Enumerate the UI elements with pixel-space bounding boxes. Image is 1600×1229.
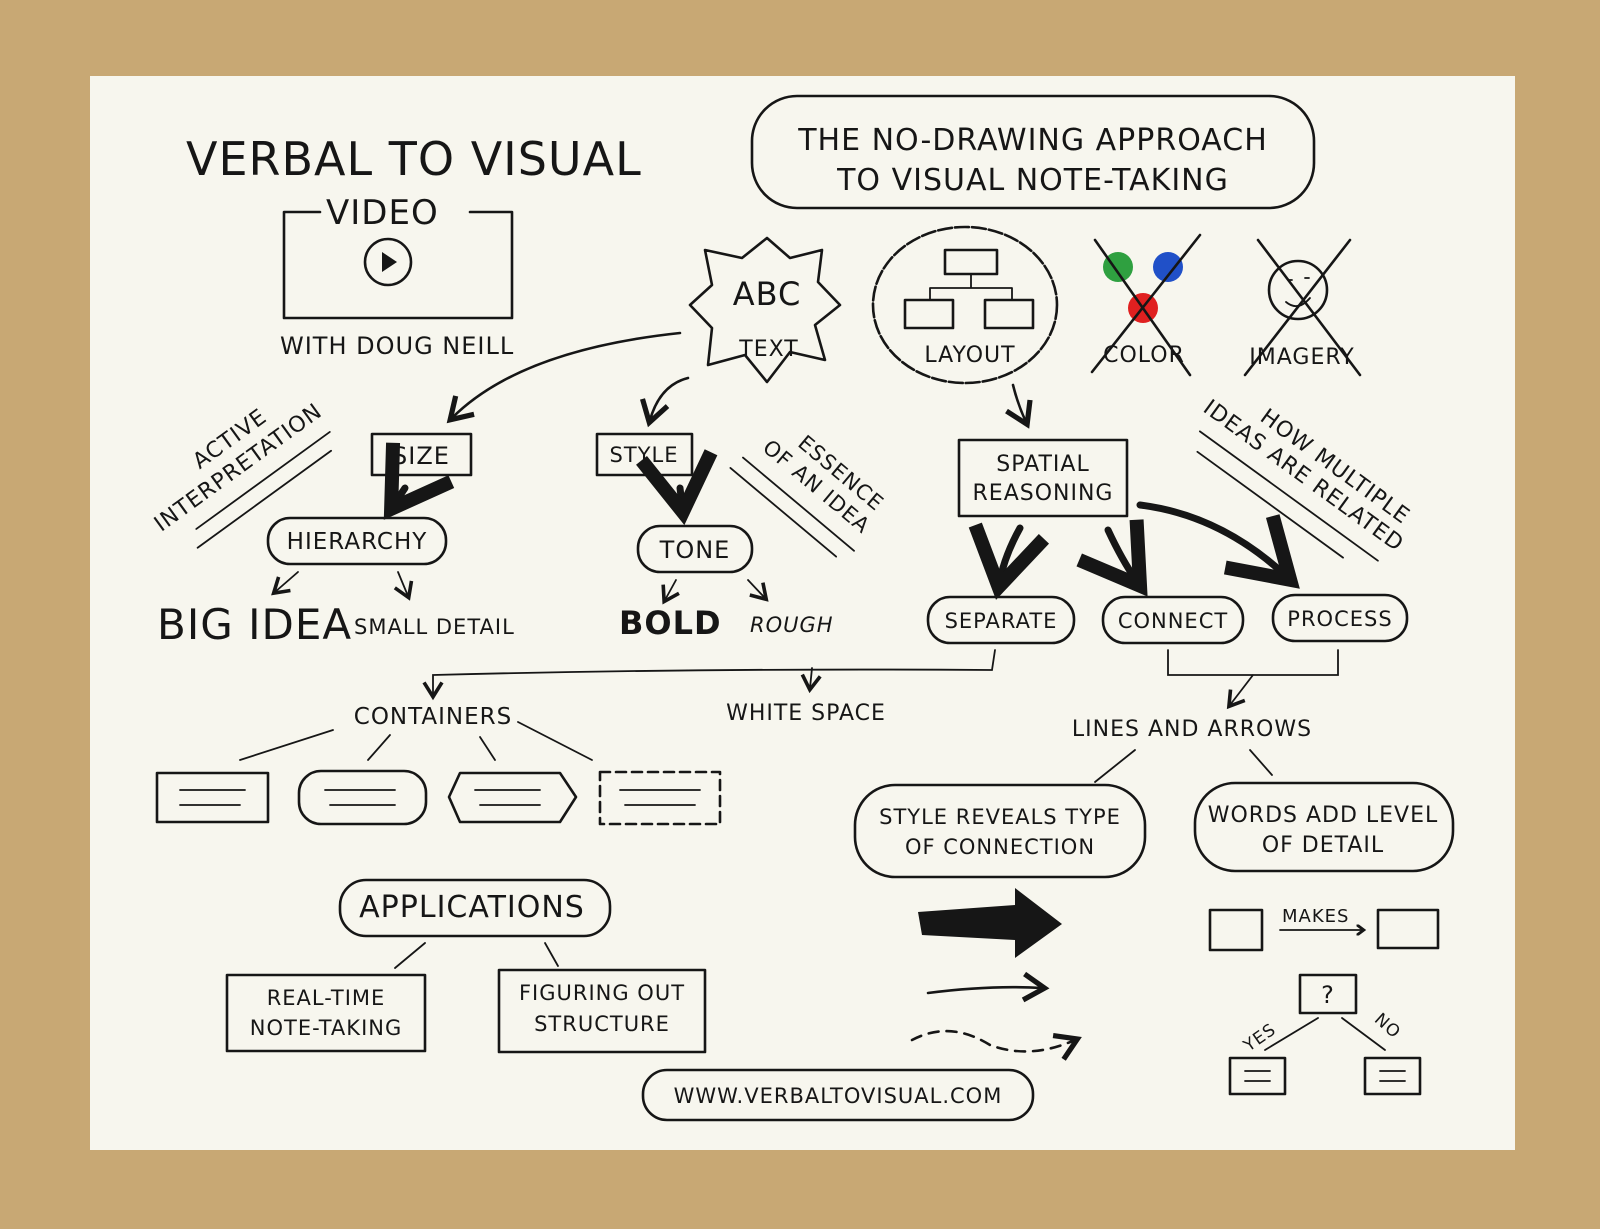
realtime-line1: REAL-TIME [267, 986, 386, 1010]
color-cross-out [1090, 233, 1202, 377]
hierarchy-cloud [266, 516, 448, 566]
dashed-arrow-icon [910, 1029, 1082, 1061]
video-frame[interactable] [282, 210, 514, 320]
website-url[interactable]: WWW.VERBALTOVISUAL.COM [674, 1084, 1003, 1108]
figuring-line1: FIGURING OUT [519, 981, 685, 1005]
figuring-line2: STRUCTURE [534, 1012, 670, 1036]
style-reveals-line1: STYLE REVEALS TYPE [879, 805, 1121, 829]
style-label: STYLE [610, 443, 679, 467]
connect-cloud [1101, 595, 1245, 645]
play-triangle-icon [382, 252, 397, 272]
subtitle-cloud [750, 94, 1316, 210]
yes-box [1228, 1056, 1287, 1096]
makes-label: MAKES [1282, 906, 1349, 927]
thick-arrow-icon [918, 888, 1062, 958]
imagery-cross-out [1243, 238, 1362, 377]
spatial-line1: SPATIAL [996, 452, 1089, 477]
play-icon[interactable] [363, 237, 413, 287]
blue-dot [1153, 252, 1183, 282]
words-add-line2: OF DETAIL [1262, 833, 1384, 858]
no-box [1363, 1056, 1422, 1096]
style-reveals-line2: OF CONNECTION [905, 835, 1095, 859]
hierarchy-label: HIERARCHY [287, 529, 428, 555]
color-label: COLOR [1103, 343, 1185, 368]
white-space-label: WHITE SPACE [726, 701, 886, 726]
rough-example: ROUGH [750, 613, 834, 637]
words-add-cloud [1193, 781, 1455, 873]
byline: WITH DOUG NEILL [280, 332, 514, 360]
green-dot [1103, 252, 1133, 282]
tone-cloud [636, 524, 754, 574]
subtitle-line1: THE NO-DRAWING APPROACH [797, 123, 1268, 158]
bold-example: BOLD [619, 604, 722, 642]
makes-box-left [1208, 908, 1264, 952]
video-label: VIDEO [326, 193, 439, 233]
spatial-line2: REASONING [973, 481, 1114, 506]
tone-label: TONE [659, 536, 731, 564]
connect-label: CONNECT [1118, 609, 1228, 633]
big-idea: BIG IDEA [157, 600, 352, 649]
face-icon [1267, 259, 1329, 321]
container-cloud [297, 769, 428, 826]
process-label: PROCESS [1287, 607, 1392, 631]
layout-box-left [903, 298, 955, 330]
layout-box-right [983, 298, 1035, 330]
layout-label: LAYOUT [924, 343, 1015, 368]
realtime-box [225, 973, 427, 1053]
question-mark: ? [1321, 981, 1335, 1009]
realtime-line2: NOTE-TAKING [250, 1016, 403, 1040]
container-dashed [598, 770, 722, 826]
words-add-line1: WORDS ADD LEVEL [1208, 803, 1439, 828]
spatial-reasoning-box [957, 438, 1129, 518]
containers-label: CONTAINERS [354, 704, 512, 730]
style-reveals-cloud [853, 783, 1147, 879]
size-label: SIZE [392, 442, 450, 470]
separate-label: SEPARATE [945, 609, 1058, 633]
title: VERBAL TO VISUAL [186, 132, 642, 186]
separate-cloud [926, 595, 1076, 645]
url-cloud [641, 1068, 1035, 1122]
figuring-box [497, 968, 707, 1054]
makes-box-right [1376, 908, 1440, 950]
text-starburst [688, 236, 842, 384]
container-jagged [447, 771, 578, 824]
subtitle-line2: TO VISUAL NOTE-TAKING [836, 163, 1229, 198]
process-cloud [1271, 593, 1409, 643]
container-plain [155, 771, 270, 824]
applications-title: APPLICATIONS [359, 890, 585, 925]
applications-cloud [338, 878, 612, 938]
layout-cloud [871, 225, 1059, 385]
small-detail: SMALL DETAIL [354, 615, 515, 639]
text-abc: ABC [733, 275, 802, 313]
lines-and-arrows-label: LINES AND ARROWS [1072, 717, 1312, 742]
thin-arrow-icon [926, 971, 1050, 1003]
question-box [1298, 973, 1358, 1015]
text-label: TEXT [738, 337, 798, 362]
